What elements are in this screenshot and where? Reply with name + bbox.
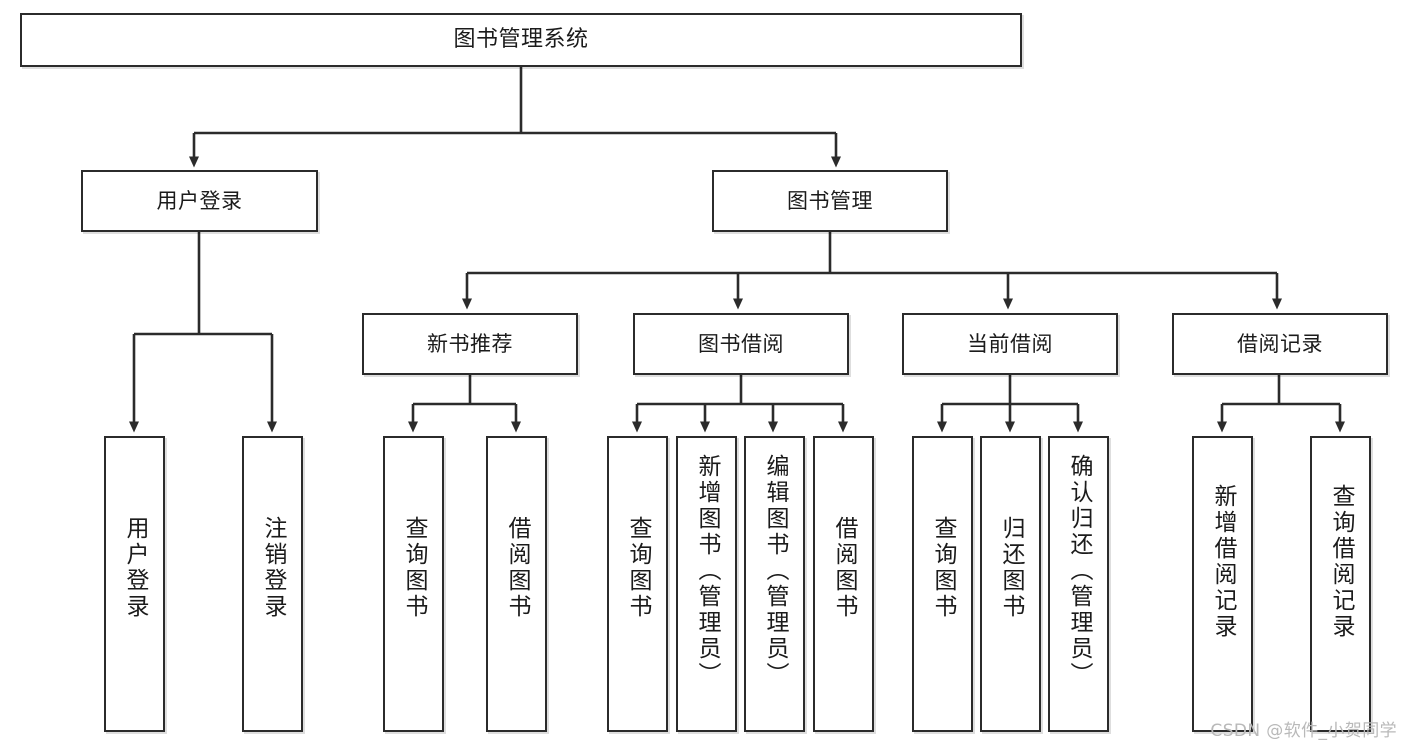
leaf-label: 编辑图书（管理员） [762, 454, 788, 688]
leaf-label: 新增图书（管理员） [694, 454, 720, 688]
leaf-current-query-book[interactable]: 查询图书 [912, 436, 973, 732]
leaf-current-return-book[interactable]: 归还图书 [980, 436, 1041, 732]
leaf-label: 注销登录 [260, 516, 286, 620]
node-label: 当前借阅 [967, 331, 1053, 356]
leaf-user-login-logout[interactable]: 注销登录 [242, 436, 303, 732]
leaf-label: 查询图书 [625, 516, 651, 620]
leaf-record-add-record[interactable]: 新增借阅记录 [1192, 436, 1253, 732]
leaf-label: 新增借阅记录 [1210, 484, 1236, 640]
leaf-label: 借阅图书 [504, 516, 530, 620]
node-label: 图书管理 [787, 188, 873, 213]
leaf-new-book-query[interactable]: 查询图书 [383, 436, 444, 732]
leaf-user-login-login[interactable]: 用户登录 [104, 436, 165, 732]
node-new-book-recommendation[interactable]: 新书推荐 [362, 313, 578, 375]
leaf-borrow-query-book[interactable]: 查询图书 [607, 436, 668, 732]
node-label: 图书借阅 [698, 331, 784, 356]
leaf-borrow-borrow-book[interactable]: 借阅图书 [813, 436, 874, 732]
node-borrowing-record[interactable]: 借阅记录 [1172, 313, 1388, 375]
node-label: 用户登录 [156, 188, 243, 213]
node-user-login[interactable]: 用户登录 [81, 170, 318, 232]
leaf-label: 查询图书 [930, 516, 956, 620]
node-label: 新书推荐 [427, 331, 513, 356]
node-root-system[interactable]: 图书管理系统 [20, 13, 1022, 67]
leaf-label: 确认归还（管理员） [1066, 454, 1092, 688]
node-current-borrowing[interactable]: 当前借阅 [902, 313, 1118, 375]
leaf-record-query-record[interactable]: 查询借阅记录 [1310, 436, 1371, 732]
leaf-current-confirm-return-admin[interactable]: 确认归还（管理员） [1048, 436, 1109, 732]
leaf-label: 借阅图书 [831, 516, 857, 620]
node-book-management[interactable]: 图书管理 [712, 170, 948, 232]
leaf-new-book-borrow[interactable]: 借阅图书 [486, 436, 547, 732]
leaf-borrow-edit-book-admin[interactable]: 编辑图书（管理员） [744, 436, 805, 732]
node-label: 图书管理系统 [453, 27, 589, 53]
csdn-watermark: CSDN @软件_小贺同学 [1210, 721, 1397, 741]
node-book-borrowing[interactable]: 图书借阅 [633, 313, 849, 375]
leaf-label: 查询图书 [401, 516, 427, 620]
leaf-label: 查询借阅记录 [1328, 484, 1354, 640]
node-label: 借阅记录 [1237, 331, 1323, 356]
leaf-label: 用户登录 [122, 516, 148, 620]
leaf-label: 归还图书 [998, 516, 1024, 620]
leaf-borrow-add-book-admin[interactable]: 新增图书（管理员） [676, 436, 737, 732]
